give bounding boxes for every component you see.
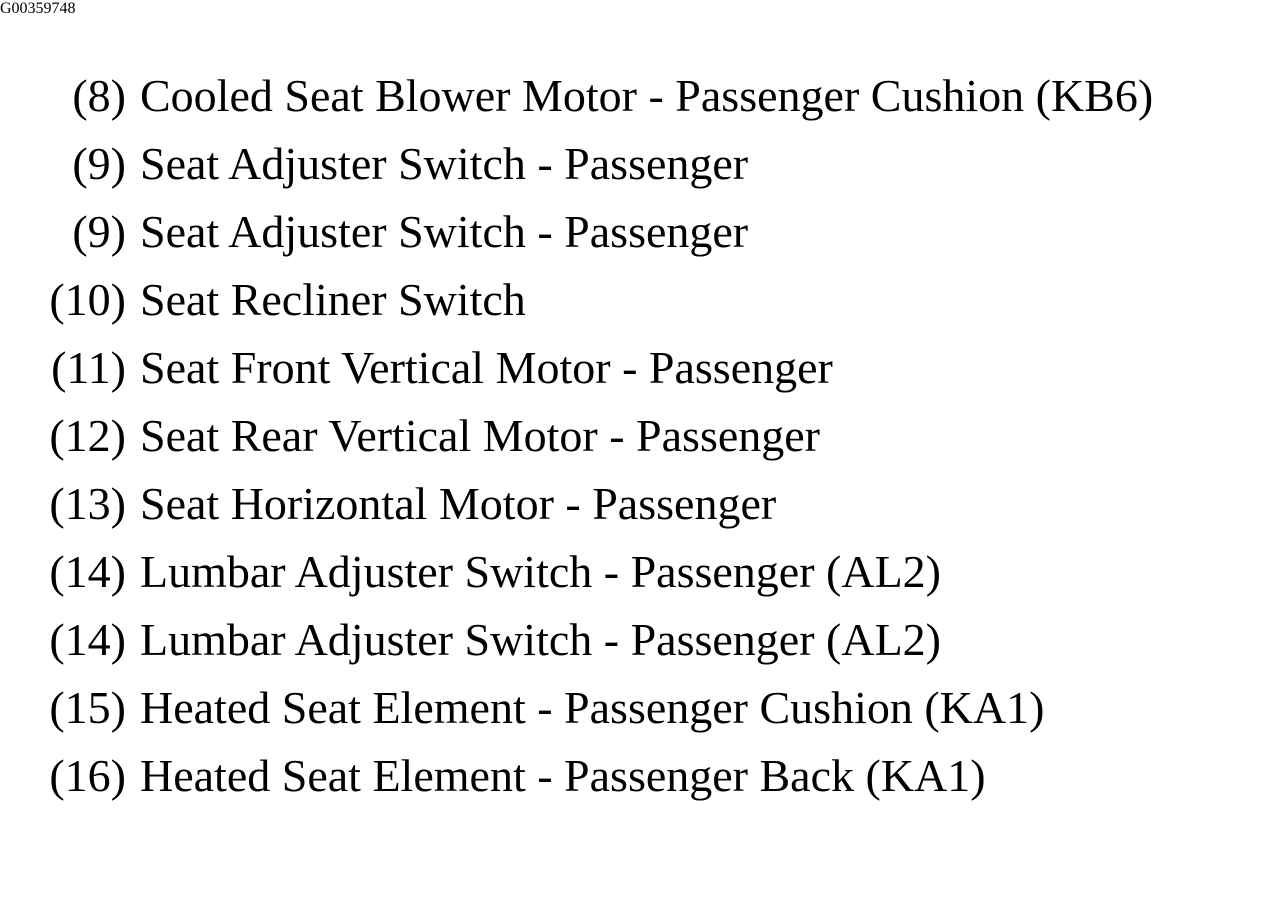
legend-item-number: (16) bbox=[49, 750, 126, 801]
legend-item-number: (14) bbox=[49, 614, 126, 665]
legend-row: (9) Seat Adjuster Switch - Passenger bbox=[34, 198, 1254, 266]
legend-item-number: (9) bbox=[72, 206, 126, 257]
legend-item-number: (15) bbox=[49, 682, 126, 733]
legend-item-label: Seat Recliner Switch bbox=[140, 274, 526, 325]
legend-row: (15) Heated Seat Element - Passenger Cush… bbox=[34, 674, 1254, 742]
legend-row: (10) Seat Recliner Switch bbox=[34, 266, 1254, 334]
legend-item-number: (12) bbox=[49, 410, 126, 461]
legend-item-number: (13) bbox=[49, 478, 126, 529]
legend-row: (13) Seat Horizontal Motor - Passenger bbox=[34, 470, 1254, 538]
legend-item-label: Lumbar Adjuster Switch - Passenger (AL2) bbox=[140, 614, 942, 665]
legend-item-label: Seat Adjuster Switch - Passenger bbox=[140, 206, 749, 257]
legend-item-number: (8) bbox=[72, 70, 126, 121]
legend-row: (14) Lumbar Adjuster Switch - Passenger (… bbox=[34, 538, 1254, 606]
legend-row: (14) Lumbar Adjuster Switch - Passenger (… bbox=[34, 606, 1254, 674]
legend-row: (12) Seat Rear Vertical Motor - Passenger bbox=[34, 402, 1254, 470]
legend-row: (16) Heated Seat Element - Passenger Back… bbox=[34, 742, 1254, 810]
legend-item-label: Seat Horizontal Motor - Passenger bbox=[140, 478, 777, 529]
legend-item-number: (9) bbox=[72, 138, 126, 189]
legend-item-label: Seat Front Vertical Motor - Passenger bbox=[140, 342, 833, 393]
legend-row: (9) Seat Adjuster Switch - Passenger bbox=[34, 130, 1254, 198]
legend-row: (8) Cooled Seat Blower Motor - Passenger … bbox=[34, 62, 1254, 130]
legend-item-number: (10) bbox=[49, 274, 126, 325]
figure-code: G00359748 bbox=[0, 0, 76, 17]
legend-item-label: Cooled Seat Blower Motor - Passenger Cus… bbox=[140, 70, 1154, 121]
legend-list: (8) Cooled Seat Blower Motor - Passenger … bbox=[34, 62, 1254, 810]
legend-item-label: Seat Rear Vertical Motor - Passenger bbox=[140, 410, 821, 461]
legend-item-label: Lumbar Adjuster Switch - Passenger (AL2) bbox=[140, 546, 942, 597]
legend-item-number: (11) bbox=[51, 342, 126, 393]
legend-item-label: Heated Seat Element - Passenger Cushion … bbox=[140, 682, 1045, 733]
legend-item-label: Heated Seat Element - Passenger Back (KA… bbox=[140, 750, 986, 801]
legend-row: (11) Seat Front Vertical Motor - Passenge… bbox=[34, 334, 1254, 402]
legend-item-number: (14) bbox=[49, 546, 126, 597]
legend-item-label: Seat Adjuster Switch - Passenger bbox=[140, 138, 749, 189]
